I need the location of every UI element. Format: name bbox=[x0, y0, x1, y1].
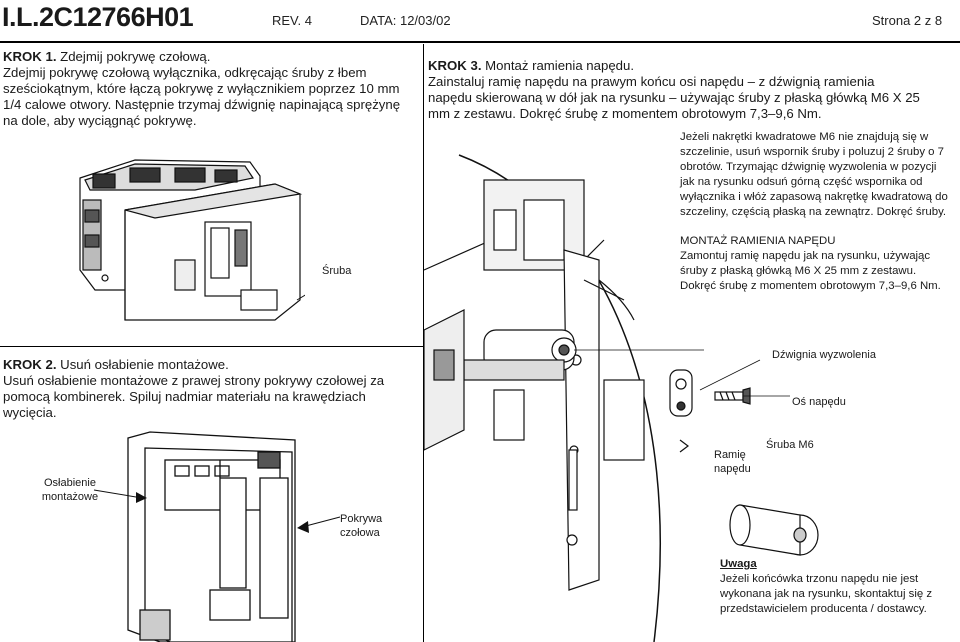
date: DATA: 12/03/02 bbox=[360, 13, 451, 28]
exploded-parts bbox=[669, 359, 819, 556]
step3-text: KROK 3. Montaż ramienia napędu. Zainstal… bbox=[428, 58, 920, 122]
step3-title: Montaż ramienia napędu. bbox=[481, 58, 634, 73]
mechanism-illustration bbox=[424, 154, 704, 642]
label-trip-lever: Dźwignia wyzwolenia bbox=[772, 349, 876, 361]
step1-head: KROK 1. bbox=[3, 49, 57, 64]
front-cover-illustration bbox=[127, 431, 296, 642]
page-number: Strona 2 z 8 bbox=[872, 13, 943, 28]
label-drive-axis: Oś napędu bbox=[792, 396, 846, 408]
label-weak-point: Osłabienie montażowe bbox=[41, 477, 99, 503]
mount-title: MONTAŻ RAMIENIA NAPĘDU bbox=[680, 235, 836, 247]
label-drive-arm: Ramię napędu bbox=[714, 449, 751, 475]
note-square-nuts: Jeżeli nakrętki kwadratowe M6 nie znajdu… bbox=[680, 131, 948, 218]
arrow-cover bbox=[297, 516, 341, 533]
document-id: I.L.2C12766H01 bbox=[2, 2, 194, 32]
step1-body: Zdejmij pokrywę czołową wyłącznika, odkr… bbox=[3, 65, 401, 128]
label-screw: Śruba bbox=[322, 265, 352, 277]
step1-text: KROK 1. Zdejmij pokrywę czołową. Zdejmij… bbox=[3, 49, 415, 129]
label-screw-m6: Śruba M6 bbox=[766, 439, 814, 451]
header-divider bbox=[0, 41, 960, 43]
label-cover: Pokrywa czołowa bbox=[340, 513, 383, 539]
step3-body: Zainstaluj ramię napędu na prawym końcu … bbox=[428, 74, 920, 121]
breaker-illustration bbox=[79, 159, 305, 321]
arrow-weak bbox=[93, 489, 147, 503]
warning-body: Jeżeli końcówka trzonu napędu nie jest w… bbox=[720, 573, 933, 615]
step2-text: KROK 2. Usuń osłabienie montażowe. Usuń … bbox=[3, 357, 415, 421]
step1-title: Zdejmij pokrywę czołową. bbox=[56, 49, 211, 64]
mount-body: Zamontuj ramię napędu jak na rysunku, uż… bbox=[680, 250, 941, 292]
step2-title: Usuń osłabienie montażowe. bbox=[56, 357, 229, 372]
warning-title: Uwaga bbox=[720, 558, 757, 570]
step-divider bbox=[0, 346, 423, 347]
step2-head: KROK 2. bbox=[3, 357, 57, 372]
step2-body: Usuń osłabienie montażowe z prawej stron… bbox=[3, 373, 385, 420]
revision: REV. 4 bbox=[272, 13, 312, 28]
step3-head: KROK 3. bbox=[428, 58, 482, 73]
